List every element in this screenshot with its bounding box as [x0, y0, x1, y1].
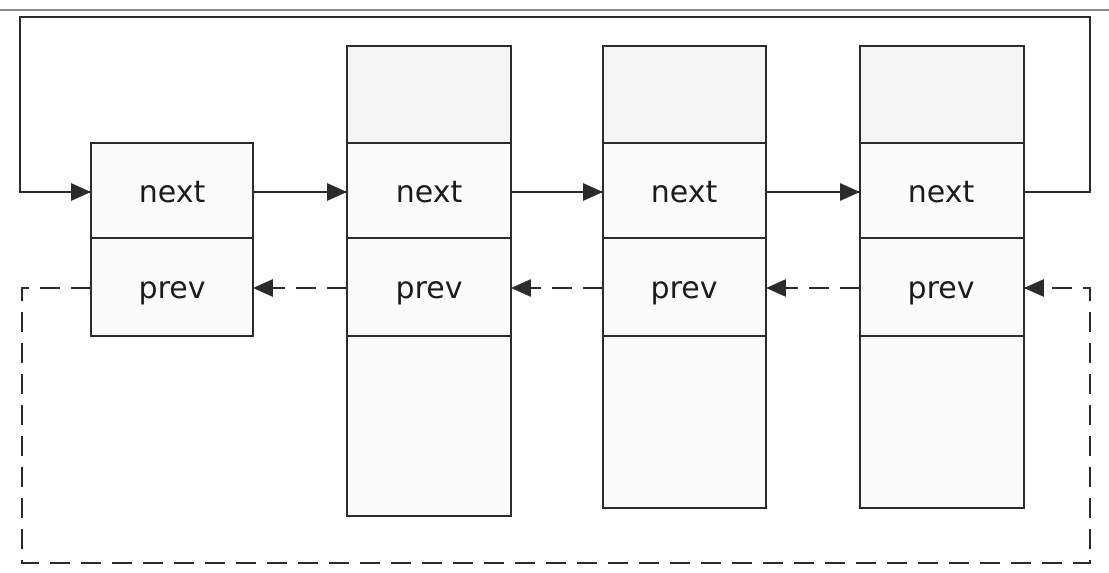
node-3: next prev: [602, 45, 767, 509]
node-1: next prev: [90, 142, 254, 337]
prev-wrap-1-to-4: [21, 279, 1091, 564]
node-4-bottom-cell: [859, 335, 1025, 509]
node-4-next-label: next: [908, 175, 975, 210]
node-1-next-label: next: [139, 175, 206, 210]
node-1-prev-label: prev: [139, 271, 206, 306]
node-1-prev-cell: [90, 237, 254, 337]
node-3-bottom-cell: [602, 335, 767, 509]
node-3-prev-label: prev: [651, 271, 718, 306]
node-3-prev-cell: [602, 237, 767, 337]
node-4-next-cell: [859, 142, 1025, 239]
node-4-prev-label: prev: [908, 271, 975, 306]
node-2-top-cell: [346, 45, 512, 144]
node-2: next prev: [346, 45, 512, 517]
next-wrap-4-to-1: [19, 16, 1091, 201]
node-2-bottom-cell: [346, 335, 512, 517]
node-2-next-label: next: [396, 175, 463, 210]
node-4: next prev: [859, 45, 1025, 509]
node-4-top-cell: [859, 45, 1025, 144]
node-3-next-cell: [602, 142, 767, 239]
node-3-top-cell: [602, 45, 767, 144]
next-links: [19, 16, 1091, 201]
node-3-next-label: next: [651, 175, 718, 210]
node-2-prev-label: prev: [396, 271, 463, 306]
prev-links: [21, 279, 1091, 564]
